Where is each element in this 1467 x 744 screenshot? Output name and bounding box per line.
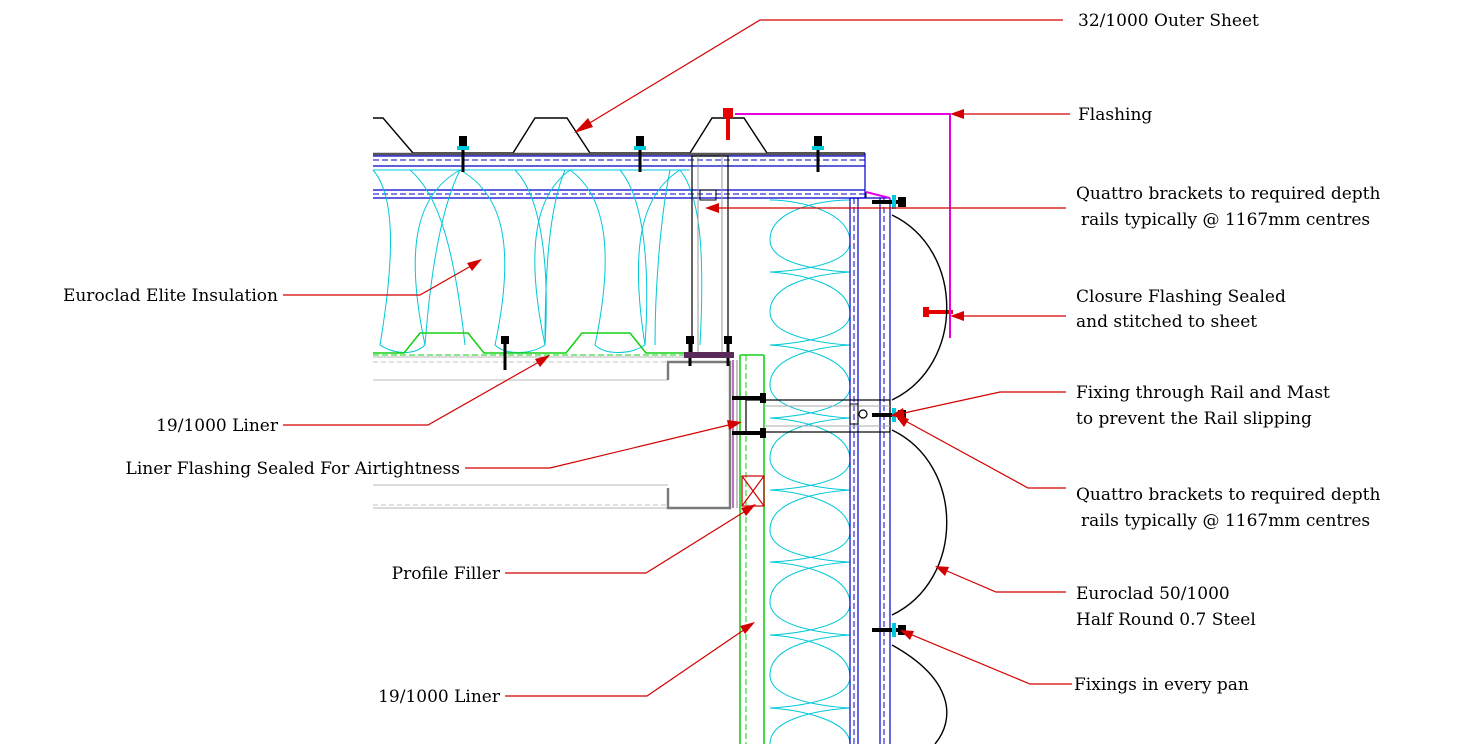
roof-bracket bbox=[691, 155, 729, 357]
wall-liner bbox=[732, 354, 765, 744]
label-closure-1: Closure Flashing Sealed bbox=[1076, 287, 1286, 307]
roof-liner bbox=[373, 332, 690, 356]
label-liner-top: 19/1000 Liner bbox=[156, 416, 279, 436]
label-elite-insulation: Euroclad Elite Insulation bbox=[63, 286, 278, 306]
roof-insulation bbox=[372, 169, 703, 353]
label-flashing: Flashing bbox=[1078, 105, 1152, 125]
label-profile-filler: Profile Filler bbox=[392, 564, 501, 584]
label-liner-bottom: 19/1000 Liner bbox=[378, 687, 501, 707]
label-fixing-rail-1: Fixing through Rail and Mast bbox=[1076, 383, 1330, 403]
label-quattro-bottom-1: Quattro brackets to required depth bbox=[1076, 485, 1380, 505]
label-liner-flashing: Liner Flashing Sealed For Airtightness bbox=[126, 459, 460, 479]
label-euroclad-2: Half Round 0.7 Steel bbox=[1076, 610, 1256, 630]
label-fixing-rail-2: to prevent the Rail slipping bbox=[1076, 409, 1312, 429]
label-closure-2: and stitched to sheet bbox=[1076, 312, 1257, 332]
label-quattro-top-2: rails typically @ 1167mm centres bbox=[1081, 210, 1370, 230]
profile-filler bbox=[741, 475, 765, 507]
wall-fixings bbox=[732, 195, 953, 637]
roof-rails bbox=[373, 153, 866, 199]
roof-outer-sheet bbox=[373, 117, 865, 156]
wall-rails bbox=[849, 192, 891, 744]
label-fixings-pan: Fixings in every pan bbox=[1074, 675, 1249, 695]
leader-lines bbox=[283, 19, 1072, 697]
label-quattro-bottom-2: rails typically @ 1167mm centres bbox=[1081, 511, 1370, 531]
flashing bbox=[735, 113, 951, 338]
wall-half-round-sheet bbox=[891, 214, 948, 744]
wall-insulation bbox=[769, 199, 851, 744]
label-euroclad-1: Euroclad 50/1000 bbox=[1076, 584, 1230, 604]
roof-fixings bbox=[457, 108, 824, 370]
label-outer-sheet: 32/1000 Outer Sheet bbox=[1078, 11, 1259, 31]
label-quattro-top-1: Quattro brackets to required depth bbox=[1076, 184, 1380, 204]
roof-lower-lines bbox=[373, 356, 732, 510]
